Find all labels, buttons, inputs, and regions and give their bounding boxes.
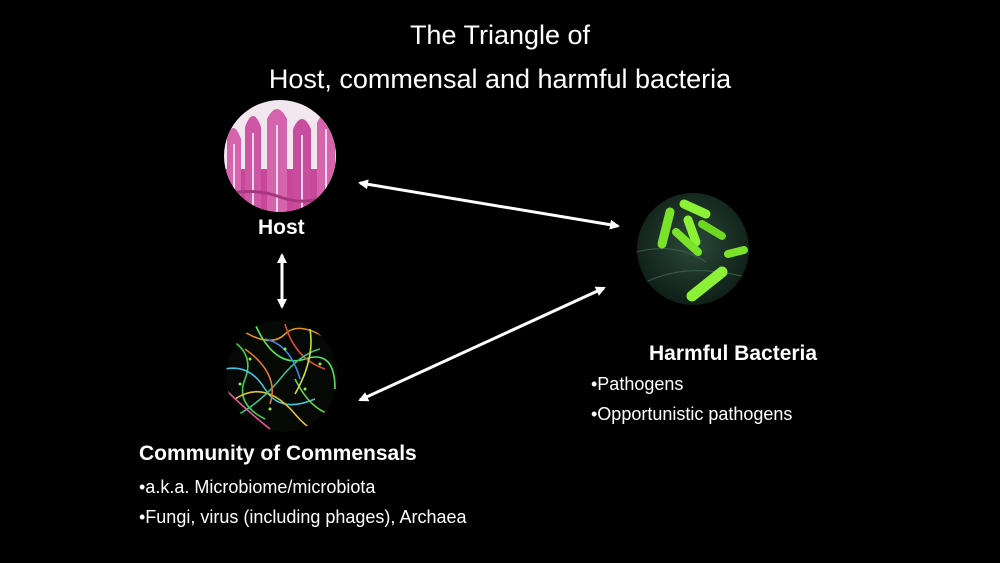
bacteria-image <box>637 193 749 305</box>
arrow-host-harmful <box>358 179 620 230</box>
title-line-2: Host, commensal and harmful bacteria <box>268 64 732 94</box>
commensals-bullet-microbiome: •a.k.a. Microbiome/microbiota <box>139 477 376 497</box>
harmful-bullet-opportunistic: •Opportunistic pathogens <box>591 404 793 424</box>
host-label: Host <box>258 216 305 239</box>
host-tissue-image <box>224 100 336 212</box>
harmful-bullet-pathogens: •Pathogens <box>591 374 684 394</box>
arrow-commensals-harmful <box>358 286 606 402</box>
commensal-community-image <box>226 320 338 432</box>
commensals-label: Community of Commensals <box>139 442 417 465</box>
title-line-1: The Triangle of <box>409 20 591 50</box>
commensals-bullet-fungi-virus-archaea: •Fungi, virus (including phages), Archae… <box>139 507 467 527</box>
harmful-bacteria-label: Harmful Bacteria <box>649 342 818 365</box>
